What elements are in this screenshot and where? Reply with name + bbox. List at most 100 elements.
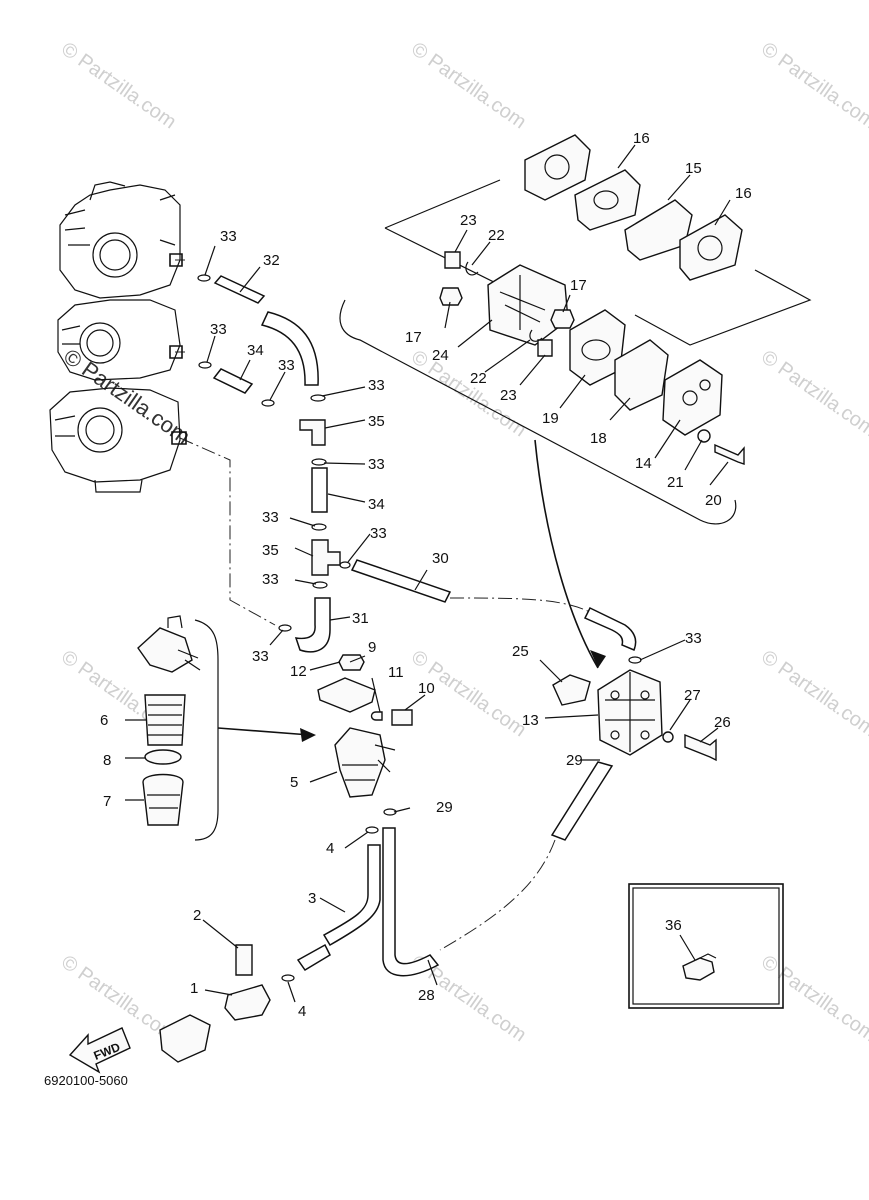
callout-28: 28 (418, 987, 435, 1004)
hose-34-upper (212, 368, 254, 394)
callout-30: 30 (432, 550, 449, 567)
callout-3: 3 (308, 890, 316, 907)
joint-1 (224, 984, 271, 1021)
watermark: © Partzilla.com (757, 346, 869, 441)
callout-16: 16 (633, 130, 650, 147)
watermark: © Partzilla.com (57, 38, 180, 133)
lower-fuel-lines: FWD (68, 808, 440, 1074)
nut-17-left (439, 287, 463, 306)
callout-5: 5 (290, 774, 298, 791)
callout-33: 33 (368, 456, 385, 473)
detail-bracket (194, 619, 219, 841)
screw-20 (714, 443, 745, 465)
filter-head (137, 627, 193, 673)
bracket-9 (317, 677, 376, 713)
diaphragm-18 (614, 339, 669, 411)
gasket-16-upper (574, 169, 641, 231)
washer-27 (662, 731, 674, 743)
callout-23: 23 (500, 387, 517, 404)
callout-labels: 1 2 3 4 4 5 6 7 8 9 10 11 12 13 14 15 16… (100, 130, 752, 1020)
hose-32-bend (260, 311, 319, 386)
washer-11 (370, 711, 383, 721)
hose-3-end (296, 943, 331, 972)
clip-22-upper (465, 261, 479, 276)
hose-31 (294, 597, 331, 653)
arrow-to-pump (534, 439, 599, 669)
filter-cup-7 (142, 773, 184, 826)
tee-joint-35-upper (299, 419, 326, 446)
fuel-filter-detail (137, 615, 316, 841)
callout-33: 33 (685, 630, 702, 647)
filter-element-6 (144, 694, 186, 746)
screw-23-upper (444, 251, 461, 269)
callout-7: 7 (103, 793, 111, 810)
callout-17: 17 (405, 329, 422, 346)
callout-15: 15 (685, 160, 702, 177)
exploded-view-frame (339, 299, 737, 525)
callout-26: 26 (714, 714, 731, 731)
callout-35: 35 (368, 413, 385, 430)
fuel-connector (159, 1014, 211, 1063)
bolt-2 (235, 944, 253, 976)
callout-33: 33 (262, 509, 279, 526)
tee-joint-35-lower (311, 539, 341, 576)
callout-18: 18 (590, 430, 607, 447)
callout-34: 34 (368, 496, 385, 513)
callout-1: 1 (190, 980, 198, 997)
fwd-arrow (68, 1027, 131, 1074)
hose-34-lower (311, 467, 328, 513)
clip-22-lower (529, 329, 543, 342)
hose-30 (350, 559, 452, 603)
gasket-16-lower (679, 214, 743, 281)
callout-24: 24 (432, 347, 449, 364)
callout-19: 19 (542, 410, 559, 427)
nut-12 (338, 654, 365, 671)
hose-32 (213, 275, 266, 304)
pump-cover-top (524, 134, 591, 201)
exploded-plane-upper (384, 179, 501, 229)
bolt-10 (391, 709, 413, 726)
exploded-plane-right (634, 269, 812, 346)
callout-22: 22 (488, 227, 505, 244)
watermark: © Partzilla.com (757, 646, 869, 741)
bolt-26 (684, 733, 717, 762)
callout-22: 22 (470, 370, 487, 387)
callout-33: 33 (262, 571, 279, 588)
watermark: © Partzilla.com (407, 38, 530, 133)
nut-17-right (550, 309, 575, 329)
hose-28 (382, 827, 440, 977)
callout-17: 17 (570, 277, 587, 294)
callout-36: 36 (665, 917, 682, 934)
hose-30-end (583, 607, 637, 651)
watermark: © Partzilla.com (757, 951, 869, 1046)
fuel-pump-assembled (439, 669, 717, 951)
callout-8: 8 (103, 752, 111, 769)
callout-27: 27 (684, 687, 701, 704)
callout-32: 32 (263, 252, 280, 269)
callout-33: 33 (370, 525, 387, 542)
callout-34: 34 (247, 342, 264, 359)
callout-4: 4 (298, 1003, 306, 1020)
o-ring-8 (144, 749, 182, 765)
callout-9: 9 (368, 639, 376, 656)
callout-12: 12 (290, 663, 307, 680)
callout-2: 2 (193, 907, 201, 924)
callout-31: 31 (352, 610, 369, 627)
callout-33: 33 (278, 357, 295, 374)
callout-33: 33 (220, 228, 237, 245)
callout-20: 20 (705, 492, 722, 509)
diagram-part-number: 6920100-5060 (44, 1073, 128, 1088)
callout-33: 33 (210, 321, 227, 338)
gasket-25 (552, 674, 591, 706)
pump-body-24 (487, 264, 569, 346)
callout-4: 4 (326, 840, 334, 857)
callout-14: 14 (635, 455, 652, 472)
pump-cover-14 (662, 359, 723, 436)
callout-21: 21 (667, 474, 684, 491)
callout-33: 33 (368, 377, 385, 394)
callout-29: 29 (566, 752, 583, 769)
callout-11: 11 (388, 664, 404, 681)
clamp-4-lower (281, 974, 295, 982)
hose-routing-28 (439, 839, 556, 951)
